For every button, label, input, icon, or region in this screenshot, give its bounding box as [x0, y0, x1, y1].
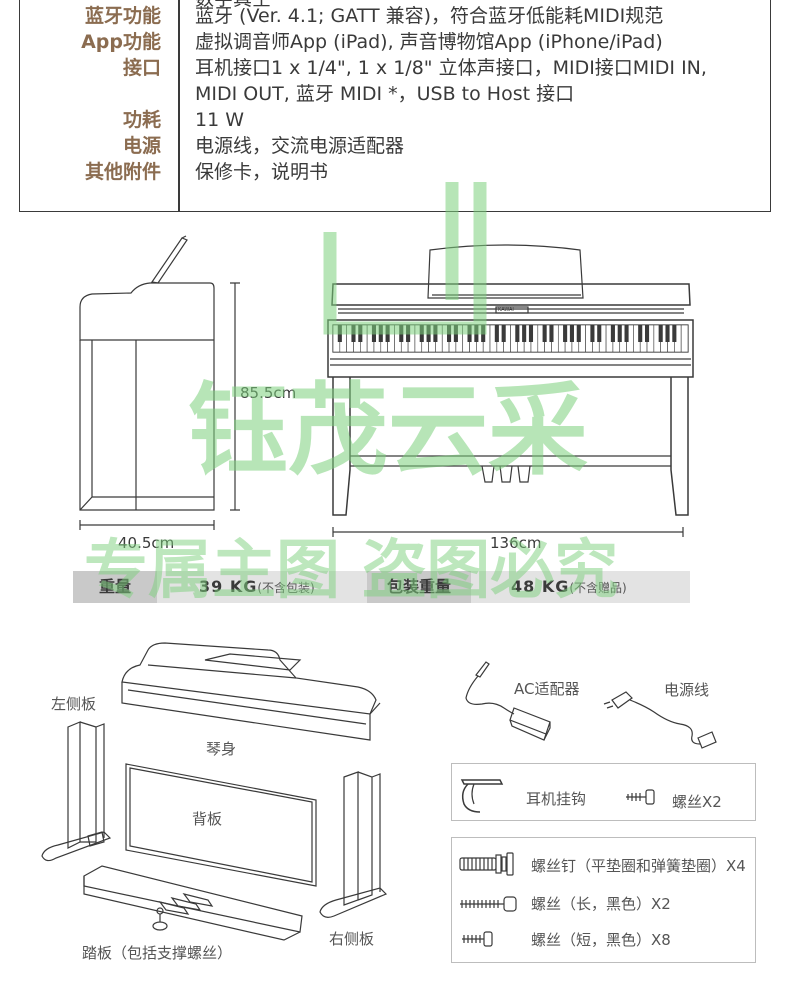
spec-label: 其他附件 [84, 161, 161, 183]
black-key [563, 325, 568, 342]
spec-label: 接口 [122, 57, 161, 79]
spec-value: 保修卡，说明书 [195, 161, 329, 183]
spec-label: 功耗 [122, 109, 161, 131]
black-key [672, 325, 677, 342]
black-key [542, 325, 547, 342]
spec-value: 虚拟调音师App (iPad), 声音博物馆App (iPhone/iPad) [195, 31, 663, 53]
spec-value: 耳机接口1 x 1/4", 1 x 1/8" 立体声接口，MIDI接口MIDI … [195, 57, 707, 105]
back-panel-label: 背板 [192, 810, 223, 828]
height-dimension: 85.5cm [240, 384, 297, 402]
black-key [638, 325, 643, 342]
black-key [494, 325, 499, 342]
package-weight-label: 包装重量 [367, 571, 471, 603]
right-panel-label: 右侧板 [329, 930, 375, 948]
brand-plate: KAWAI [498, 307, 514, 313]
white-key [680, 324, 689, 353]
package-weight-value: 48 KG(不含赠品) [511, 577, 627, 596]
black-key [617, 325, 622, 342]
adapter-label: AC适配器 [514, 680, 580, 698]
black-key [658, 325, 663, 342]
black-key [665, 325, 670, 342]
weight-label: 重量 [73, 571, 157, 603]
screw-count-label: 螺丝X2 [672, 793, 722, 811]
spec-table: 数字真空 蓝牙功能 蓝牙 (Ver. 4.1; GATT 兼容)，符合蓝牙低能耗… [19, 0, 771, 212]
black-key [597, 325, 602, 342]
pedal-label: 踏板（包括支撑螺丝） [82, 944, 233, 962]
spec-label: 蓝牙功能 [84, 5, 161, 27]
piano-front-view [327, 244, 694, 537]
spec-value: 电源线，交流电源适配器 [195, 135, 405, 157]
body-label: 琴身 [206, 740, 237, 758]
black-key [549, 325, 554, 342]
weight-bar: 重量 39 KG(不含包装) 包装重量 48 KG(不含赠品) [73, 571, 690, 603]
black-key [590, 325, 595, 342]
black-key [569, 325, 574, 342]
table-divider [178, 0, 180, 211]
spec-value: 11 W [195, 109, 245, 131]
black-key [644, 325, 650, 342]
width-dimension: 136cm [490, 534, 542, 552]
depth-dimension: 40.5cm [118, 534, 175, 552]
black-key [624, 325, 629, 342]
black-key [610, 325, 615, 342]
bolt-washer-label: 螺丝钉（平垫圈和弹簧垫圈）X4 [531, 857, 746, 875]
spec-value: 蓝牙 (Ver. 4.1; GATT 兼容)，符合蓝牙低能耗MIDI规范 [195, 5, 664, 27]
weight-value: 39 KG(不含包装) [199, 577, 315, 596]
left-panel-label: 左侧板 [51, 695, 97, 713]
screws-box [451, 837, 756, 963]
short-screw-label: 螺丝（短，黑色）X8 [531, 931, 671, 949]
hook-box [451, 763, 756, 821]
long-screw-label: 螺丝（长，黑色）X2 [531, 895, 671, 913]
black-key [576, 325, 581, 342]
spec-label: 电源 [122, 135, 161, 157]
black-key [501, 325, 506, 342]
headphone-hook-label: 耳机挂钩 [526, 790, 587, 808]
power-cord-label: 电源线 [664, 681, 710, 699]
spec-label: App功能 [81, 31, 161, 53]
black-key [522, 325, 527, 342]
black-key [528, 325, 534, 342]
piano-side-view [79, 235, 240, 530]
black-key [515, 325, 520, 342]
spec-value: 数字真空 [195, 0, 765, 12]
